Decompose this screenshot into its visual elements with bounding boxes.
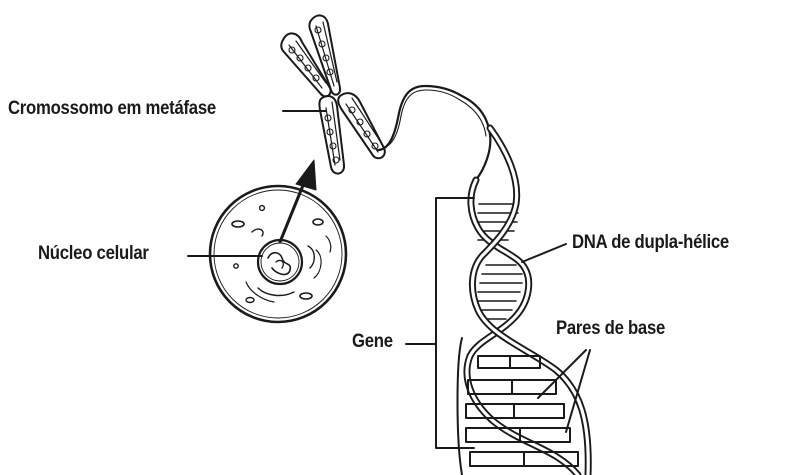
base-pairs-label: Pares de base <box>556 318 665 340</box>
chromosome-illustration <box>281 15 385 173</box>
dna-leader-line <box>522 244 566 262</box>
nucleus-label: Núcleo celular <box>38 243 149 265</box>
cell-nucleus <box>258 240 302 284</box>
dna-label: DNA de dupla-hélice <box>572 232 729 254</box>
chromatin-strand <box>378 86 490 180</box>
gene-bracket <box>436 198 474 448</box>
chromosome-label: Cromossomo em metáfase <box>8 98 216 120</box>
cell-illustration <box>210 186 346 322</box>
chromosome-lower-right-arm <box>338 93 385 158</box>
gene-label: Gene <box>352 331 393 353</box>
